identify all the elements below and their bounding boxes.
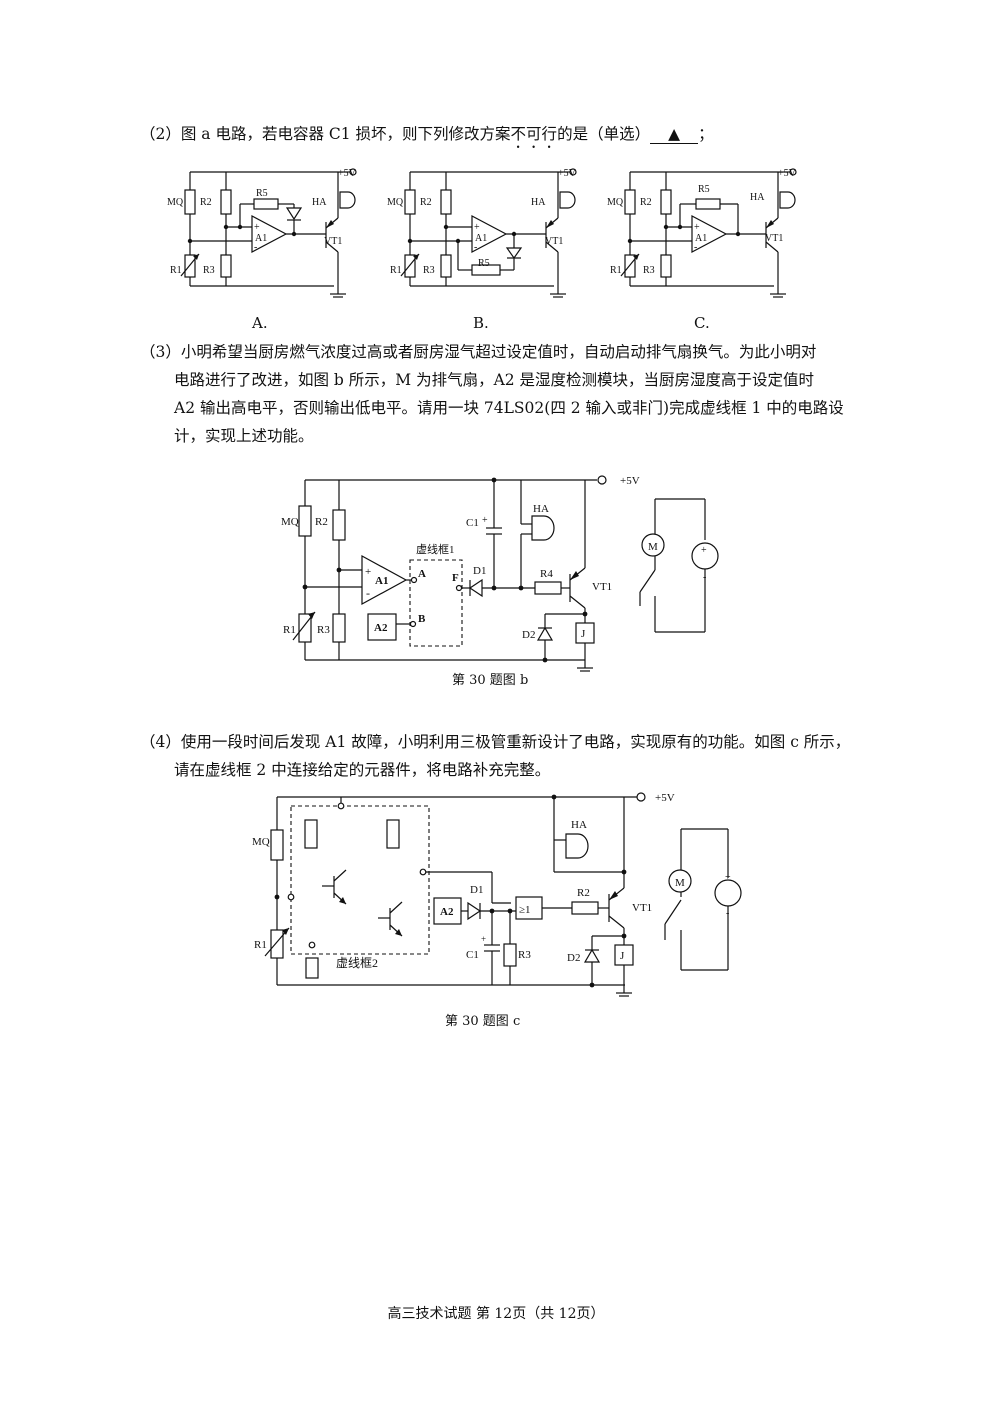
svg-text:虚线框2: 虚线框2 <box>336 956 378 970</box>
svg-text:R4: R4 <box>540 568 553 580</box>
svg-text:R1: R1 <box>254 939 267 951</box>
svg-text:R2: R2 <box>420 197 432 208</box>
svg-text:HA: HA <box>531 197 546 208</box>
svg-text:R1: R1 <box>610 265 622 276</box>
page-footer: 高三技术试题 第 12页（共 12页） <box>387 1306 605 1322</box>
svg-text:+5V: +5V <box>655 792 675 804</box>
question-3-line-2: 电路进行了改进，如图 b 所示，M 为排气扇，A2 是湿度检测模块，当厨房湿度高… <box>174 371 815 389</box>
svg-text:A2: A2 <box>374 622 388 634</box>
question-4-line-1: （4）使用一段时间后发现 A1 故障，小明利用三极管重新设计了电路，实现原有的功… <box>140 733 851 751</box>
svg-text:MQ: MQ <box>167 197 184 208</box>
svg-text:A1: A1 <box>695 233 707 244</box>
svg-text:+5V: +5V <box>778 168 797 179</box>
svg-text:M: M <box>648 541 658 553</box>
svg-text:D1: D1 <box>470 884 483 896</box>
svg-text:D2: D2 <box>522 629 535 641</box>
svg-text:B: B <box>418 613 426 625</box>
svg-text:VT1: VT1 <box>324 236 342 247</box>
svg-text:A1: A1 <box>375 575 388 587</box>
svg-text:+: + <box>701 545 707 556</box>
question-3-line-4: 计，实现上述功能。 <box>174 427 314 445</box>
svg-text:R3: R3 <box>518 949 531 961</box>
question-4-line-2: 请在虚线框 2 中连接给定的元器件，将电路补充完整。 <box>174 761 551 779</box>
caption-figure-c: 第 30 题图 c <box>445 1014 521 1029</box>
option-a-label[interactable]: A. <box>252 314 268 332</box>
option-c-label[interactable]: C. <box>694 314 710 332</box>
svg-text:R3: R3 <box>643 265 655 276</box>
option-b-circuit <box>400 168 577 298</box>
svg-text:R2: R2 <box>640 197 652 208</box>
svg-text:MQ: MQ <box>252 836 270 848</box>
question-2-end: ； <box>698 125 714 143</box>
svg-text:VT1: VT1 <box>545 236 563 247</box>
svg-text:J: J <box>581 628 586 640</box>
svg-text:≥1: ≥1 <box>519 904 531 916</box>
question-3: （3）小明希望当厨房燃气浓度过高或者厨房湿气超过设定值时，自动启动排气扇换气。为… <box>140 338 920 450</box>
svg-text:HA: HA <box>750 192 765 203</box>
svg-text:R2: R2 <box>315 516 328 528</box>
caption-figure-b: 第 30 题图 b <box>452 673 529 688</box>
svg-text:R2: R2 <box>577 887 590 899</box>
svg-text:A1: A1 <box>475 233 487 244</box>
figure-c-circuit: + +5V MQ R1 虚线框2 HA D1 A2 <box>252 792 742 997</box>
svg-text:-: - <box>366 586 370 600</box>
svg-text:+: + <box>481 934 486 944</box>
svg-text:+5V: +5V <box>620 475 640 487</box>
question-2-suffix: 的是（单选） <box>557 125 651 143</box>
svg-text:R5: R5 <box>256 188 268 199</box>
svg-text:-: - <box>726 908 729 919</box>
figure-a-options: + - <box>167 168 797 298</box>
svg-text:A1: A1 <box>255 233 267 244</box>
svg-text:HA: HA <box>533 503 549 515</box>
question-2: （2）图 a 电路，若电容器 C1 损坏，则下列修改方案不可行的是（单选）▲； <box>140 120 714 152</box>
svg-text:C1: C1 <box>466 949 479 961</box>
svg-text:R3: R3 <box>317 624 330 636</box>
svg-text:HA: HA <box>571 819 587 831</box>
svg-text:MQ: MQ <box>387 197 404 208</box>
svg-text:+: + <box>482 515 488 526</box>
svg-text:VT1: VT1 <box>632 902 652 914</box>
question-3-line-1: （3）小明希望当厨房燃气浓度过高或者厨房湿气超过设定值时，自动启动排气扇换气。为… <box>140 343 817 361</box>
svg-text:A2: A2 <box>440 906 454 918</box>
svg-text:A: A <box>418 568 426 580</box>
svg-text:R3: R3 <box>203 265 215 276</box>
svg-text:+: + <box>365 566 371 578</box>
svg-text:VT1: VT1 <box>765 233 783 244</box>
svg-text:R2: R2 <box>200 197 212 208</box>
svg-text:R1: R1 <box>390 265 402 276</box>
svg-text:C1: C1 <box>466 517 479 529</box>
svg-text:D2: D2 <box>567 952 580 964</box>
svg-text:R1: R1 <box>283 624 296 636</box>
question-2-emphasis: 不可行 <box>510 125 558 143</box>
svg-text:M: M <box>675 877 685 889</box>
svg-text:R5: R5 <box>478 258 490 269</box>
svg-text:+5V: +5V <box>558 168 577 179</box>
question-4: （4）使用一段时间后发现 A1 故障，小明利用三极管重新设计了电路，实现原有的功… <box>140 728 920 784</box>
svg-text:J: J <box>620 950 625 962</box>
svg-text:R1: R1 <box>170 265 182 276</box>
svg-text:R3: R3 <box>423 265 435 276</box>
question-3-line-3: A2 输出高电平，否则输出低电平。请用一块 74LS02(四 2 输入或非门)完… <box>174 399 844 417</box>
svg-text:D1: D1 <box>473 565 486 577</box>
option-c-circuit <box>620 168 797 298</box>
svg-text:+: + <box>725 872 731 883</box>
answer-blank[interactable]: ▲ <box>650 125 699 144</box>
svg-text:HA: HA <box>312 197 327 208</box>
svg-text:F: F <box>452 572 459 584</box>
svg-text:MQ: MQ <box>281 516 299 528</box>
svg-text:-: - <box>703 572 706 583</box>
svg-text:VT1: VT1 <box>592 581 612 593</box>
svg-text:R5: R5 <box>698 184 710 195</box>
svg-text:MQ: MQ <box>607 197 624 208</box>
svg-text:虚线框1: 虚线框1 <box>416 542 455 556</box>
figure-b-circuit: + - + <box>281 475 719 672</box>
option-b-label[interactable]: B. <box>473 314 489 332</box>
svg-text:+5V: +5V <box>338 168 357 179</box>
question-2-prefix: （2）图 a 电路，若电容器 C1 损坏，则下列修改方案 <box>140 125 511 143</box>
option-a-circuit <box>180 168 357 298</box>
